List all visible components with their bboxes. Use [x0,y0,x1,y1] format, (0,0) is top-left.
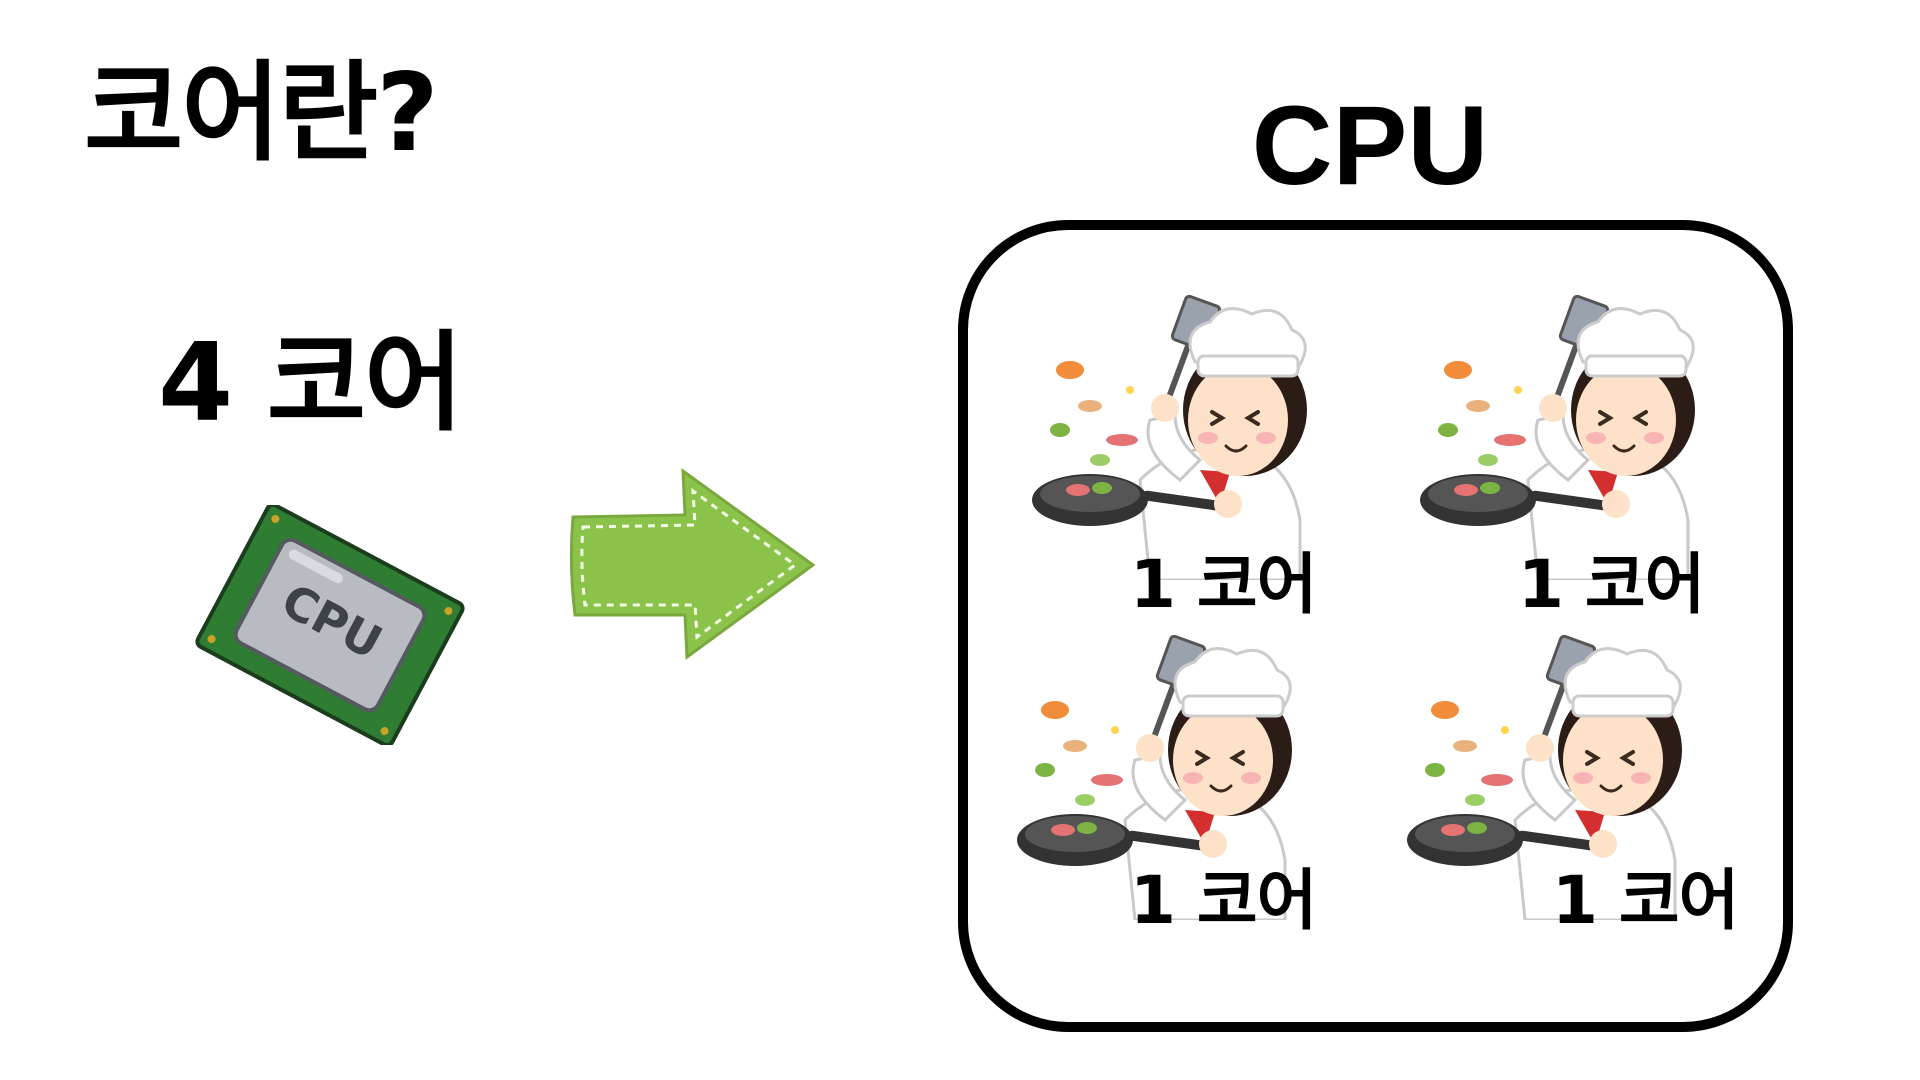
chef-core-2-icon [1418,290,1718,580]
core-count-label: 4 코어 [158,321,463,446]
core-label-4: 1 코어 [1552,862,1739,939]
chef-core-1-icon [1030,290,1330,580]
arrow-right-icon [569,467,816,660]
core-label-1: 1 코어 [1130,546,1317,623]
core-label-3: 1 코어 [1130,862,1317,939]
cpu-heading: CPU [1251,83,1489,208]
cpu-chip-icon: CPU [195,505,465,745]
page-title: 코어란? [84,51,439,176]
core-label-2: 1 코어 [1518,546,1705,623]
cpu-container [958,220,1793,1032]
